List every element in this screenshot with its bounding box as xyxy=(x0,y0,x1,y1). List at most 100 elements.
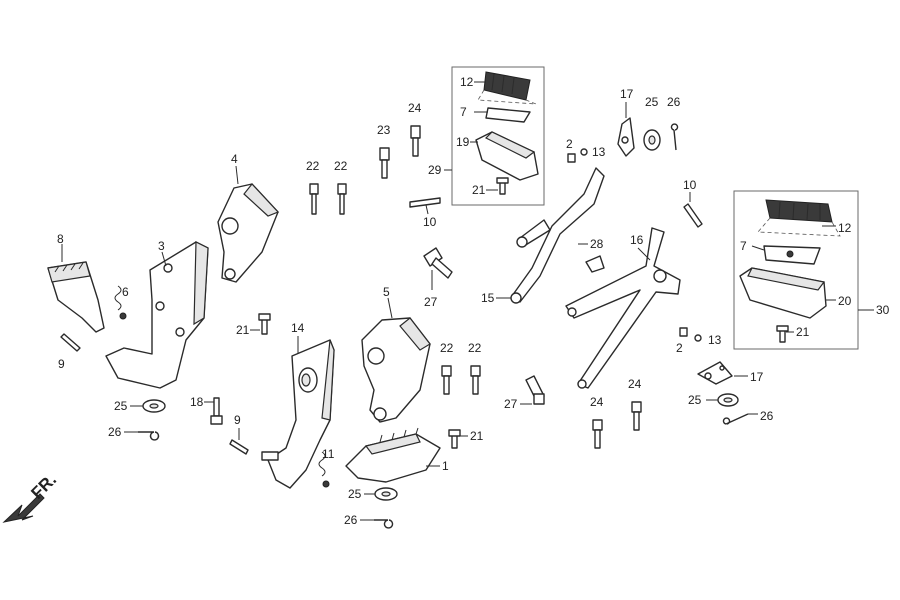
part-21-bolt xyxy=(448,429,461,449)
callout-7a: 7 xyxy=(460,105,467,119)
part-22-bolt xyxy=(309,183,319,215)
part-26-clip xyxy=(138,431,160,441)
callout-12b: 12 xyxy=(838,221,852,235)
part-14-bracket xyxy=(261,339,335,489)
part-25-washer xyxy=(643,129,661,151)
part-2-grease-nipple xyxy=(679,327,688,337)
callout-15: 15 xyxy=(481,291,495,305)
part-22-bolt xyxy=(337,183,347,215)
kit-box-29 xyxy=(451,66,545,206)
part-24-bolt xyxy=(410,125,421,157)
part-28-clip xyxy=(585,255,605,273)
part-1-footpeg xyxy=(345,427,441,483)
part-10-pin xyxy=(409,197,441,208)
callout-29: 29 xyxy=(428,163,442,177)
callout-28: 28 xyxy=(590,237,604,251)
callout-21d: 21 xyxy=(796,325,810,339)
callout-25d: 25 xyxy=(688,393,702,407)
callout-26d: 26 xyxy=(760,409,774,423)
callout-24b: 24 xyxy=(590,395,604,409)
part-20-footpeg xyxy=(739,267,827,319)
part-7-plate xyxy=(485,107,531,123)
callout-12a: 12 xyxy=(460,75,474,89)
callout-2a: 2 xyxy=(566,137,573,151)
part-24-bolt xyxy=(631,401,642,431)
callout-9b: 9 xyxy=(234,413,241,427)
callout-9a: 9 xyxy=(58,357,65,371)
callout-8: 8 xyxy=(57,232,64,246)
part-6-spring xyxy=(114,285,127,320)
front-direction-arrow-icon xyxy=(2,493,45,523)
kit-box-30 xyxy=(733,190,859,350)
callout-10a: 10 xyxy=(423,215,437,229)
part-13-o-ring xyxy=(580,148,588,156)
callout-13a: 13 xyxy=(592,145,606,159)
callout-25b: 25 xyxy=(348,487,362,501)
callout-2b: 2 xyxy=(676,341,683,355)
part-12-rubber-pad xyxy=(765,199,833,223)
callout-5: 5 xyxy=(383,285,390,299)
callout-13b: 13 xyxy=(708,333,722,347)
part-11-spring xyxy=(318,451,330,488)
part-26-clip xyxy=(722,413,749,425)
callout-24a: 24 xyxy=(408,101,422,115)
callout-22c: 22 xyxy=(440,341,454,355)
part-21-bolt xyxy=(776,325,789,343)
part-9-pin xyxy=(229,439,249,455)
callout-18: 18 xyxy=(190,395,204,409)
callout-26c: 26 xyxy=(667,95,681,109)
callout-22d: 22 xyxy=(468,341,482,355)
part-24-bolt xyxy=(592,419,603,449)
part-22-bolt xyxy=(470,365,481,395)
part-18-bolt xyxy=(210,397,223,425)
part-21-bolt xyxy=(258,313,271,335)
part-25-washer xyxy=(142,399,166,413)
part-23-bolt xyxy=(379,147,390,179)
part-10-pin xyxy=(683,203,703,228)
part-26-clip xyxy=(670,123,679,151)
callout-6: 6 xyxy=(122,285,129,299)
part-17-plate xyxy=(697,361,733,385)
callout-1: 1 xyxy=(442,459,449,473)
callout-19: 19 xyxy=(456,135,470,149)
part-27-bolt xyxy=(423,247,453,279)
callout-25a: 25 xyxy=(114,399,128,413)
callout-24c: 24 xyxy=(628,377,642,391)
callout-16: 16 xyxy=(630,233,644,247)
part-3-bracket xyxy=(105,241,209,389)
callout-22a: 22 xyxy=(306,159,320,173)
callout-17b: 17 xyxy=(750,370,764,384)
callout-23: 23 xyxy=(377,123,391,137)
callout-20: 20 xyxy=(838,294,852,308)
callout-21b: 21 xyxy=(470,429,484,443)
part-26-clip xyxy=(374,519,394,529)
part-25-washer xyxy=(717,393,739,407)
callout-17a: 17 xyxy=(620,87,634,101)
part-25-washer xyxy=(374,487,398,501)
callout-10b: 10 xyxy=(683,178,697,192)
callout-26a: 26 xyxy=(108,425,122,439)
part-17-plate xyxy=(617,117,635,157)
part-19-footpeg xyxy=(475,131,539,181)
part-5-heel-guard xyxy=(361,317,431,423)
part-9-pin xyxy=(60,333,81,352)
callout-14: 14 xyxy=(291,321,305,335)
callout-22b: 22 xyxy=(334,159,348,173)
part-15-passenger-bracket xyxy=(510,167,605,304)
callout-21c: 21 xyxy=(472,183,486,197)
callout-11: 11 xyxy=(322,447,335,461)
part-13-o-ring xyxy=(694,334,702,342)
part-27-bolt xyxy=(525,375,545,405)
part-22-bolt xyxy=(441,365,452,395)
callout-25c: 25 xyxy=(645,95,659,109)
callout-30: 30 xyxy=(876,303,890,317)
part-4-heel-guard xyxy=(217,183,280,283)
front-direction-label: FR. xyxy=(27,470,60,503)
callout-7b: 7 xyxy=(740,239,747,253)
callout-27b: 27 xyxy=(504,397,518,411)
callout-27a: 27 xyxy=(424,295,438,309)
part-7-plate xyxy=(763,245,821,265)
callout-21a: 21 xyxy=(236,323,250,337)
callout-3: 3 xyxy=(158,239,165,253)
